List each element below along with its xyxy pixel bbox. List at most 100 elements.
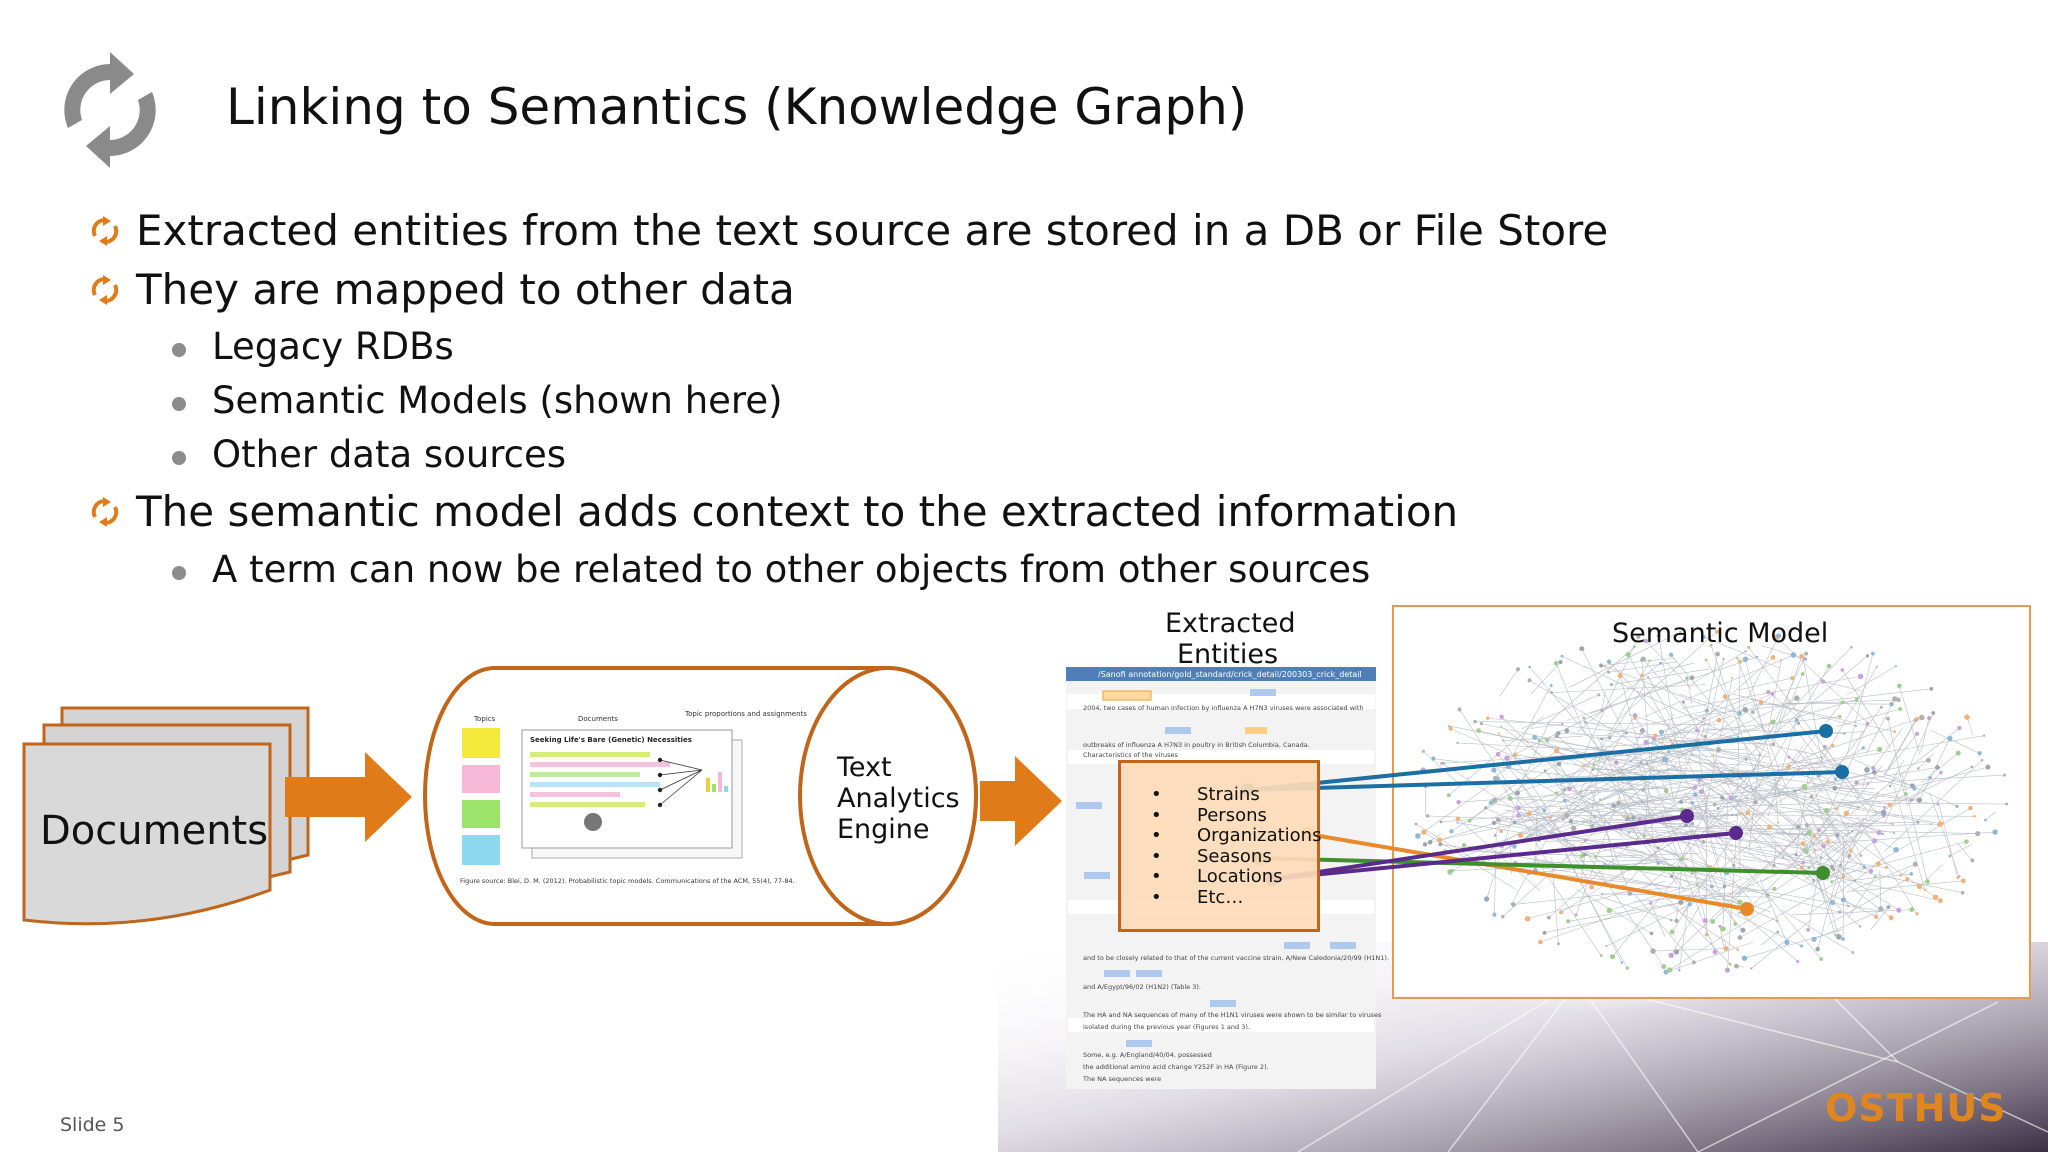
graph-node: [1836, 807, 1839, 810]
graph-node: [1656, 846, 1660, 850]
graph-edge: [1849, 727, 1960, 816]
graph-edge: [1566, 677, 1693, 721]
graph-edge: [1551, 857, 1559, 944]
graph-node: [1631, 815, 1636, 820]
graph-node: [1731, 676, 1734, 679]
graph-node: [1927, 715, 1932, 721]
graph-node: [1897, 683, 1902, 689]
graph-node: [1806, 928, 1810, 932]
graph-node: [1830, 865, 1834, 869]
graph-node: [1620, 961, 1624, 964]
graph-node: [1447, 869, 1453, 875]
graph-edge: [1430, 799, 1626, 843]
graph-node: [1716, 747, 1722, 753]
graph-node: [1916, 820, 1920, 824]
graph-node: [1854, 697, 1859, 702]
graph-node: [1771, 742, 1776, 747]
graph-edge: [1433, 758, 1659, 788]
annotation-line: outbreaks of influenza A H7N3 in poultry…: [1083, 741, 1310, 749]
graph-node: [1702, 716, 1706, 720]
graph-node: [1549, 816, 1552, 819]
graph-node: [1704, 932, 1709, 937]
annotation-line: and A/Egypt/96/02 (H1N2) (Table 3).: [1083, 983, 1201, 991]
graph-node: [1484, 896, 1490, 902]
graph-node: [1820, 679, 1826, 684]
graph-node: [1865, 721, 1870, 726]
graph-edge: [1619, 675, 1647, 776]
graph-edge: [1632, 891, 1695, 963]
graph-edge: [1679, 744, 1799, 827]
graph-edge: [1781, 909, 1854, 953]
graph-node: [1566, 919, 1571, 924]
graph-node: [1734, 963, 1739, 969]
graph-edge: [1748, 647, 1845, 775]
graph-node: [1738, 812, 1742, 815]
graph-edge: [1745, 709, 1824, 793]
graph-edge: [1677, 729, 1748, 799]
graph-node: [1854, 724, 1857, 728]
refresh-logo-icon: [50, 50, 170, 170]
graph-node: [1427, 839, 1433, 845]
graph-node: [1431, 756, 1436, 761]
graph-node: [1497, 732, 1500, 735]
graph-node: [1538, 939, 1543, 945]
graph-node: [1701, 839, 1706, 844]
graph-node: [1599, 798, 1602, 802]
bullet-2: They are mapped to other data: [136, 265, 795, 314]
graph-node: [1606, 907, 1613, 914]
graph-node: [1770, 719, 1776, 725]
graph-edge: [1508, 766, 1644, 844]
graph-node: [1514, 790, 1520, 796]
graph-node: [1858, 925, 1862, 928]
graph-node: [1649, 901, 1653, 905]
graph-edge: [1499, 669, 1519, 697]
graph-node: [1826, 839, 1830, 844]
graph-node: [1499, 714, 1504, 720]
graph-edge: [1791, 909, 1912, 916]
graph-edge: [1544, 764, 1590, 811]
graph-node: [1983, 818, 1987, 822]
graph-node: [1955, 750, 1961, 756]
graph-node: [1415, 833, 1421, 839]
graph-edge: [1617, 730, 1643, 778]
graph-node: [1648, 659, 1651, 662]
graph-edge: [1797, 812, 1895, 834]
graph-node: [1448, 726, 1453, 731]
graph-node: [1457, 707, 1462, 712]
graph-edge: [1417, 783, 1493, 837]
graph-edge: [1544, 900, 1689, 934]
graph-edge: [1601, 658, 1674, 666]
mini-proportions-label: Topic proportions and assignments: [684, 710, 807, 718]
graph-edge: [1538, 740, 1644, 777]
graph-node: [1841, 937, 1845, 941]
graph-node: [1804, 823, 1809, 828]
graph-node: [1473, 719, 1477, 724]
entity-item: Strains: [1135, 784, 1317, 806]
graph-node: [1781, 856, 1785, 859]
graph-edge: [1629, 771, 1703, 793]
graph-node: [1862, 865, 1867, 869]
graph-node: [1803, 849, 1809, 855]
graph-node: [1695, 728, 1700, 733]
graph-edge: [1593, 764, 1655, 785]
graph-node: [1491, 767, 1497, 773]
graph-edge: [1842, 836, 1845, 940]
graph-edge: [1750, 665, 1830, 800]
graph-edge: [1683, 702, 1753, 831]
graph-node: [1784, 939, 1790, 946]
graph-node: [1564, 728, 1570, 734]
graph-edge: [1833, 868, 1899, 911]
graph-node: [1625, 966, 1630, 970]
graph-edge: [1498, 732, 1551, 814]
graph-node: [1701, 634, 1706, 640]
arrow-engine-to-entities: [980, 756, 1062, 846]
entity-item: Locations: [1135, 866, 1317, 888]
graph-node: [1574, 913, 1578, 917]
graph-node: [1555, 791, 1559, 795]
graph-node: [1876, 830, 1882, 836]
graph-edge: [1879, 870, 1882, 909]
graph-node: [1838, 910, 1842, 914]
graph-node: [1878, 906, 1884, 912]
graph-node: [1656, 634, 1661, 638]
graph-node: [1720, 926, 1726, 932]
